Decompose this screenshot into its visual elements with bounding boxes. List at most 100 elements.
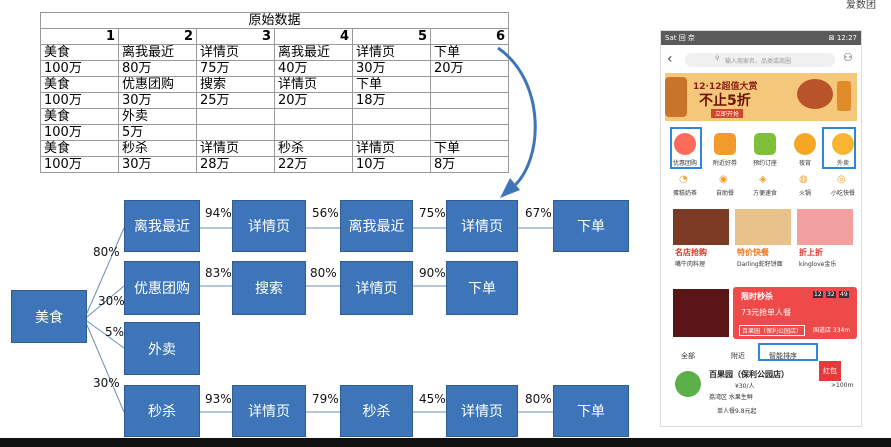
row1-pct-4: 67% [525, 206, 552, 220]
row1-pct-2: 56% [312, 206, 339, 220]
row4-pct-3: 45% [419, 392, 446, 406]
shop-name[interactable]: 百果园（保利公园店） [709, 370, 789, 379]
row2-node-3: 详情页 [340, 261, 413, 315]
row1-node-4: 详情页 [446, 200, 518, 252]
filter-all[interactable]: 全部 [681, 352, 695, 360]
row2-node-4: 下单 [446, 261, 518, 315]
filter-smart-sort[interactable]: 智能排序 [769, 352, 797, 360]
promo-sub-2: Darling蛇籽饼面 [737, 261, 783, 268]
table-cell: 详情页 [196, 44, 275, 61]
row3-node-1: 外卖 [124, 322, 200, 375]
branch-pct-2: 30% [98, 294, 125, 308]
promo-card-3-image[interactable] [797, 209, 853, 245]
table-cell: 美食 [40, 76, 119, 93]
reservation-icon[interactable] [754, 133, 776, 155]
coupon-icon[interactable] [714, 133, 736, 155]
table-col-number: 5 [352, 28, 431, 45]
curved-arrow [497, 46, 537, 198]
shop-logo[interactable] [675, 371, 701, 397]
table-cell: 搜索 [196, 76, 275, 93]
late-night-icon[interactable] [794, 133, 816, 155]
red-packet-badge[interactable]: 红包 [819, 361, 841, 381]
flash-sale-food-image[interactable] [673, 289, 729, 337]
table-cell: 80万 [118, 60, 197, 77]
table-row: 美食优惠团购搜索详情页下单 [40, 76, 509, 93]
user-icon[interactable]: ⚇ [843, 51, 853, 64]
banner-pizza-image [797, 79, 833, 109]
table-cell: 外卖 [118, 108, 197, 125]
row2-node-1: 优惠团购 [124, 261, 200, 315]
table-cell: 20万 [274, 92, 353, 109]
row1-pct-3: 75% [419, 206, 446, 220]
promo-card-1-image[interactable] [673, 209, 729, 245]
table-cell: 30万 [118, 156, 197, 173]
banner-line1: 12·12超值大赏 [693, 82, 758, 92]
promo-card-2-image[interactable] [735, 209, 791, 245]
row2-node-2: 搜索 [232, 261, 306, 315]
table-cell: 10万 [352, 156, 431, 173]
branch-pct-1: 80% [93, 245, 120, 259]
search-icon: ⚲ [715, 55, 720, 62]
fastfood-icon[interactable]: ◈ [759, 174, 767, 185]
promo-title-2: 特价快餐 [737, 248, 769, 257]
row1-node-2: 详情页 [232, 200, 306, 252]
table-row: 美食外卖 [40, 108, 509, 125]
row2-pct-1: 83% [205, 266, 232, 280]
takeout-icon[interactable] [832, 133, 854, 155]
table-cell: 详情页 [196, 140, 275, 157]
hotpot-icon[interactable]: ◍ [799, 174, 808, 185]
bottom-border [0, 438, 891, 447]
row4-node-5: 下单 [553, 385, 629, 437]
back-icon[interactable]: ‹ [667, 51, 673, 67]
table-cell [196, 108, 275, 125]
table-cell: 秒杀 [274, 140, 353, 157]
table-cell: 下单 [430, 140, 509, 157]
table-cell: 优惠团购 [118, 76, 197, 93]
highlight-group-deal [670, 127, 702, 169]
status-bar: Sat 回 奈 ⊠ 12:27 [661, 31, 861, 45]
filter-nearby[interactable]: 附近 [731, 352, 745, 360]
table-cell: 100万 [40, 124, 119, 141]
table-cell: 美食 [40, 108, 119, 125]
table-cell: 详情页 [352, 44, 431, 61]
icon-label-5: 外卖 [836, 160, 849, 167]
icon-label-4: 夜宵 [798, 160, 811, 167]
search-input[interactable]: ⚲ 输入商家名、品类或商圈 [685, 53, 835, 67]
highlight-smart-sort [758, 343, 818, 361]
promo-banner[interactable]: 12·12超值大赏 不止5折 立即开抢 [665, 73, 857, 121]
table-cell: 100万 [40, 92, 119, 109]
table-cell: 22万 [274, 156, 353, 173]
snack-icon[interactable]: ◎ [837, 174, 846, 185]
banner-food-image [665, 77, 687, 117]
buffet-icon[interactable]: ◉ [719, 174, 728, 185]
banner-line3: 立即开抢 [711, 109, 744, 118]
branch-pct-3: 5% [105, 325, 125, 339]
table-cell [274, 108, 353, 125]
table-title: 原始数据 [40, 12, 509, 29]
table-row: 美食秒杀详情页秒杀详情页下单 [40, 140, 509, 157]
table-row: 美食离我最近详情页离我最近详情页下单 [40, 44, 509, 61]
table-cell: 详情页 [352, 140, 431, 157]
promo-title-1: 名店抢购 [675, 248, 707, 257]
flash-sale-title: 限时秒杀 [741, 292, 773, 301]
icon2-label-2: 自助餐 [715, 190, 734, 197]
status-left: Sat 回 奈 [665, 34, 695, 42]
group-deal-icon[interactable] [674, 133, 696, 155]
timer-hours: 12 [813, 291, 823, 298]
row4-pct-1: 93% [205, 392, 232, 406]
table-cell: 28万 [196, 156, 275, 173]
cake-icon[interactable]: ◔ [679, 174, 688, 185]
table-cell: 离我最近 [118, 44, 197, 61]
table-cell: 下单 [352, 76, 431, 93]
row4-pct-2: 79% [312, 392, 339, 406]
shop-price: ¥30/人 [735, 383, 755, 390]
flash-sale-card[interactable]: 限时秒杀 12 32 49 73元抢单人餐 百果园（保利公园店） 国道店 334… [733, 287, 857, 339]
table-col-number: 4 [274, 28, 353, 45]
flash-sale-distance: 国道店 334m [813, 327, 851, 334]
table-cell: 8万 [430, 156, 509, 173]
table-col-number: 2 [118, 28, 197, 45]
shop-distance: >100m [831, 382, 854, 389]
